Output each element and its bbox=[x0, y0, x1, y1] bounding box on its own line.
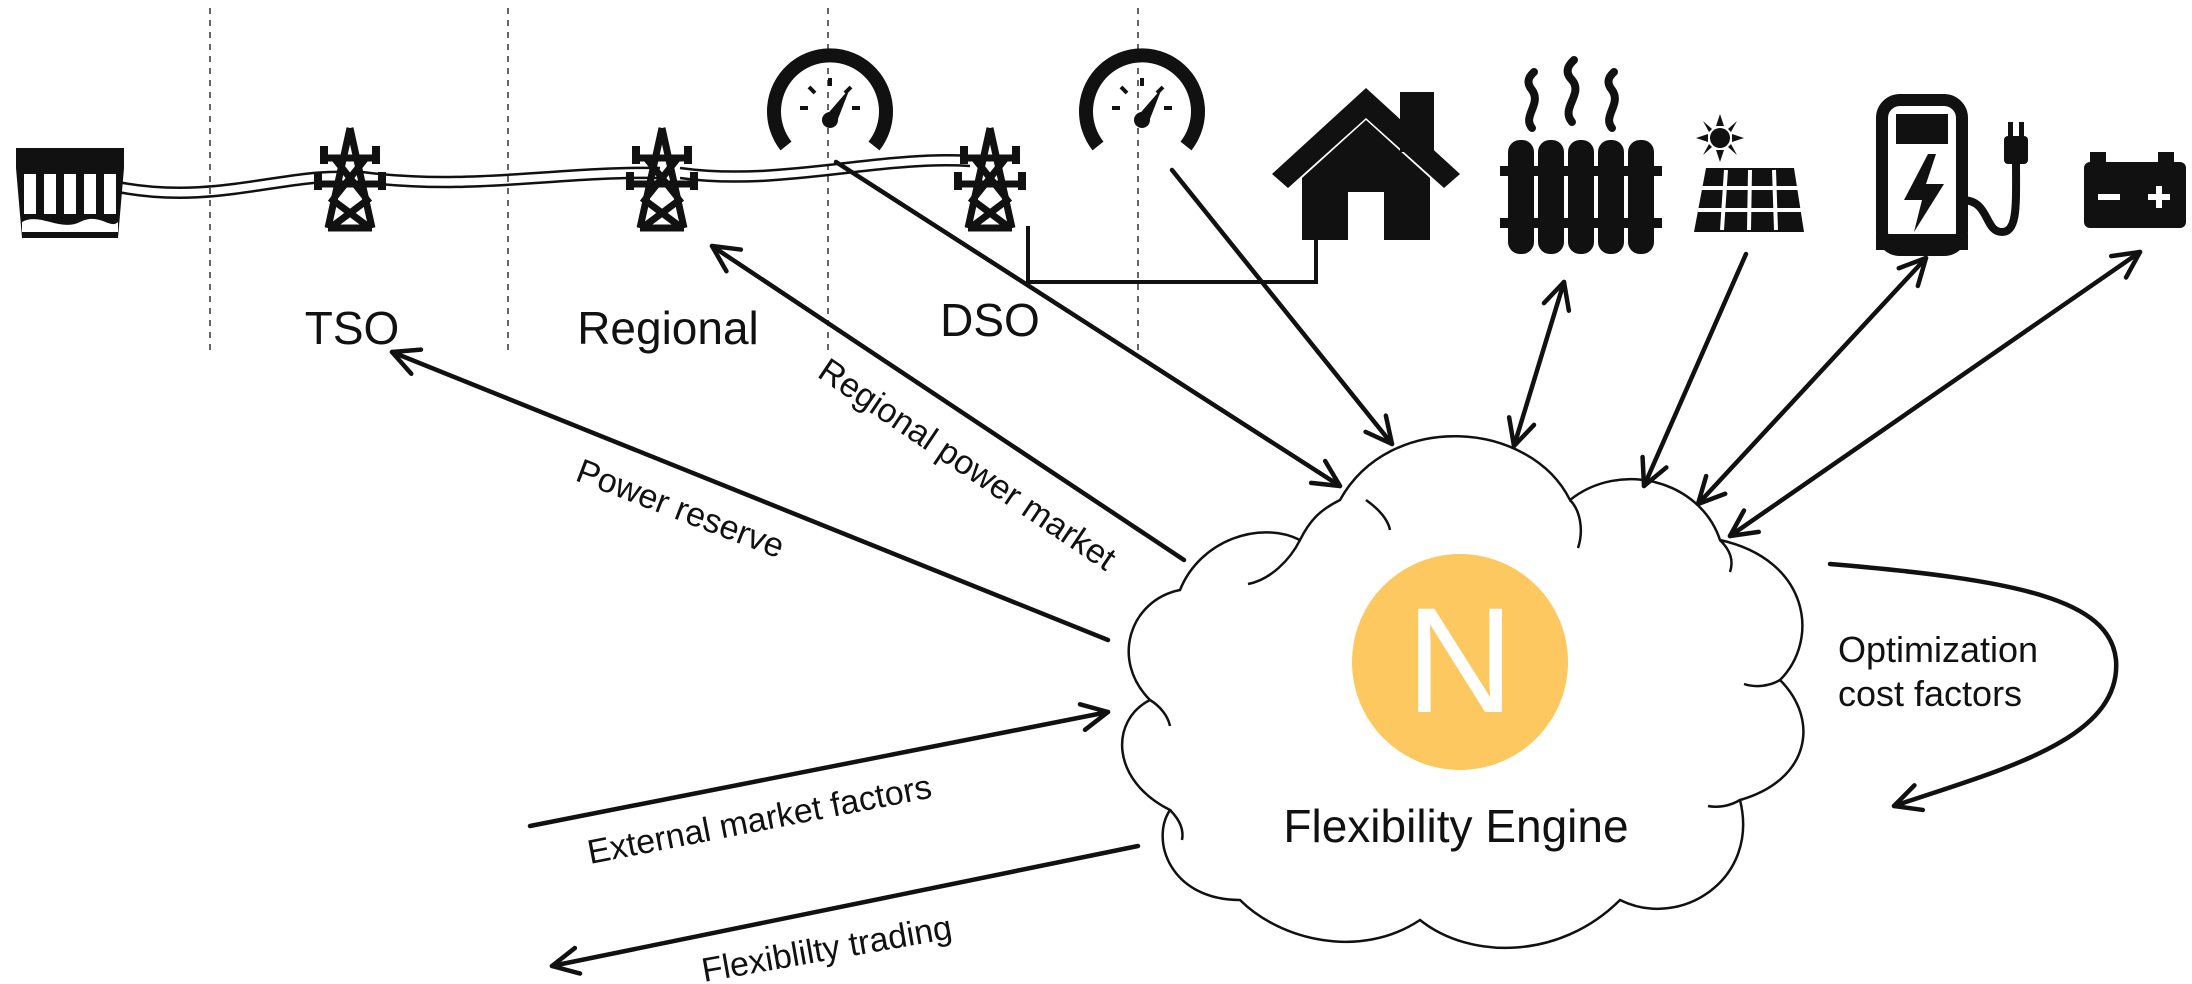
label-flexibility-trading: Flexiblilty trading bbox=[699, 908, 955, 984]
zone-dividers bbox=[209, 8, 1139, 352]
arrow-household-meter bbox=[1169, 167, 1395, 447]
gauge-meter-icon bbox=[767, 48, 893, 151]
label-dso: DSO bbox=[940, 294, 1040, 346]
hydro-dam-icon bbox=[16, 148, 124, 238]
radiator-icon bbox=[1500, 56, 1662, 254]
power-lines bbox=[117, 154, 1318, 284]
label-optimization-line1: Optimization bbox=[1838, 629, 2038, 670]
arrow-external-factors bbox=[527, 702, 1111, 829]
arrow-power-reserve bbox=[389, 347, 1111, 643]
logo-circle bbox=[1352, 554, 1568, 770]
arrow-ev bbox=[1695, 255, 1929, 507]
house-icon bbox=[1272, 88, 1460, 240]
transmission-tower-icon bbox=[954, 127, 1026, 232]
arrow-regional-market bbox=[709, 243, 1187, 563]
label-regional-power-market: Regional power market bbox=[812, 351, 1124, 578]
arrow-battery bbox=[1727, 249, 2143, 539]
ev-charger-icon bbox=[1876, 94, 2028, 256]
label-optimization-line2: cost factors bbox=[1838, 673, 2022, 714]
arrow-solar bbox=[1640, 251, 1749, 489]
solar-panel-icon bbox=[1694, 114, 1804, 232]
battery-icon bbox=[2084, 152, 2186, 228]
arrow-dso-meter bbox=[833, 159, 1343, 489]
logo-letter: N bbox=[1406, 576, 1514, 744]
label-regional: Regional bbox=[577, 302, 759, 354]
transmission-tower-icon bbox=[314, 127, 386, 232]
gauge-meter-icon bbox=[1079, 48, 1205, 151]
transmission-tower-icon bbox=[626, 127, 698, 232]
arrow-radiator bbox=[1506, 279, 1572, 449]
label-tso: TSO bbox=[305, 302, 400, 354]
arrow-optimization bbox=[1827, 561, 2119, 813]
label-engine-name: Flexibility Engine bbox=[1283, 800, 1628, 852]
arrow-flex-trading bbox=[549, 843, 1141, 976]
arrows bbox=[389, 159, 2143, 976]
cloud-interior-arcs bbox=[1149, 498, 1781, 841]
label-external-market-factors: External market factors bbox=[584, 768, 934, 872]
